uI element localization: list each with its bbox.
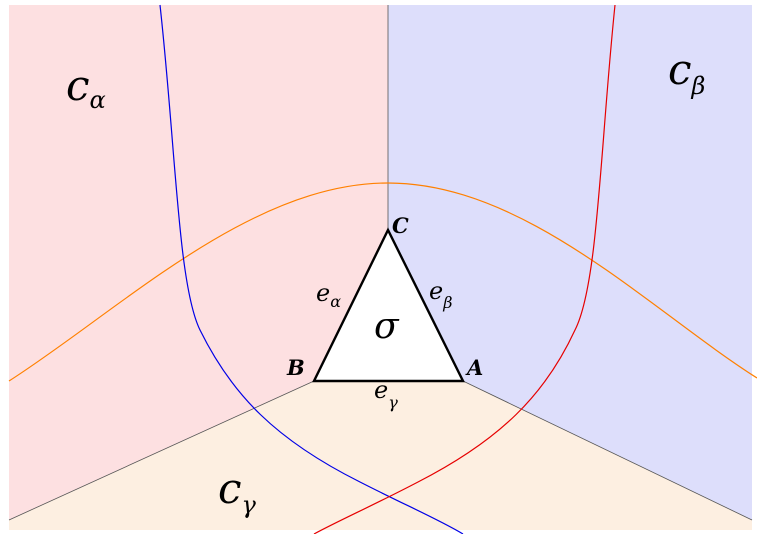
orange-curve bbox=[8, 182, 757, 382]
vertex-label-b: B bbox=[286, 355, 305, 380]
region-c-alpha bbox=[9, 5, 388, 520]
edge-label-beta: eβ bbox=[429, 277, 452, 312]
region-label-alpha: cα bbox=[66, 61, 106, 114]
boundary-ray-right bbox=[462, 380, 753, 521]
simplex-sigma bbox=[312, 227, 465, 383]
region-c-gamma bbox=[9, 381, 752, 530]
red-curve bbox=[313, 4, 616, 534]
blue-curve bbox=[159, 4, 464, 534]
region-label-gamma: cγ bbox=[218, 464, 257, 519]
simplex-label: σ bbox=[374, 306, 400, 347]
boundary-ray-left bbox=[8, 380, 315, 521]
edge-label-gamma: eγ bbox=[374, 376, 398, 412]
vertex-label-c: C bbox=[392, 213, 409, 238]
region-label-beta: cβ bbox=[668, 45, 705, 100]
vertex-label-a: A bbox=[465, 355, 483, 380]
edge-label-alpha: eα bbox=[316, 279, 341, 311]
region-c-beta bbox=[388, 5, 752, 520]
